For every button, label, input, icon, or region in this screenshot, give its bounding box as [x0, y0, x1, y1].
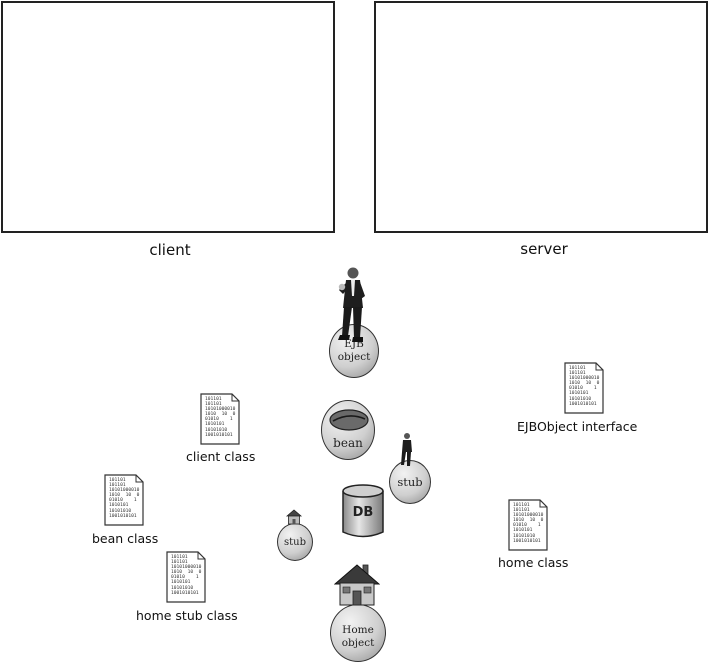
server-label: server — [520, 240, 568, 258]
home-stub-class-label: home stub class — [136, 608, 238, 623]
small-house-icon — [285, 509, 303, 525]
stub-object-left: stub — [277, 523, 313, 561]
coffee-bean-icon — [329, 409, 369, 431]
business-man-icon — [338, 267, 365, 342]
db-label: DB — [352, 505, 374, 520]
home-class-label: home class — [498, 555, 569, 570]
small-man-icon — [401, 433, 412, 466]
house-icon — [334, 564, 380, 606]
database-cylinder-icon — [342, 484, 384, 538]
client-class-label: client class — [186, 449, 256, 464]
server-box — [374, 1, 708, 233]
ejbobject-interface-label: EJBObject interface — [517, 419, 638, 434]
home-object: Home object — [330, 604, 386, 662]
client-label: client — [149, 241, 191, 259]
client-box — [1, 1, 335, 233]
stub-object-right: stub — [389, 460, 431, 504]
bean-class-label: bean class — [92, 531, 159, 546]
